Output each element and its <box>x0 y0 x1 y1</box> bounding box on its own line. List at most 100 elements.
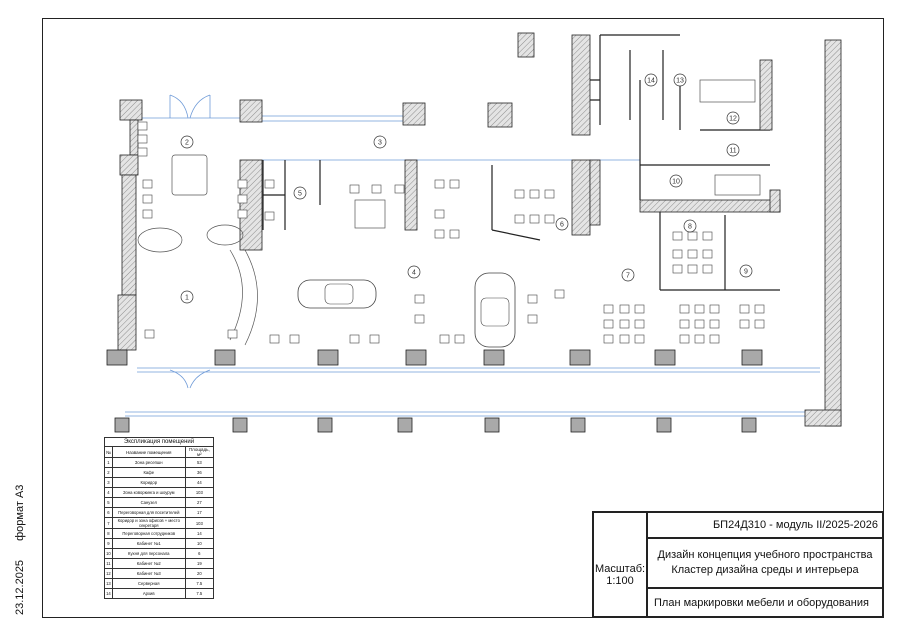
scale-cell: Масштаб: 1:100 <box>593 512 647 617</box>
cell-number: 2 <box>104 467 113 478</box>
wall-segment <box>119 99 143 121</box>
cell-name: Кабинет №3 <box>111 568 186 579</box>
furniture-item <box>679 304 690 314</box>
entrance-door <box>169 94 211 119</box>
wall-segment <box>804 409 842 427</box>
wall-segment <box>769 189 781 213</box>
room-number-circle <box>726 143 740 157</box>
cell-number: 12 <box>104 568 113 579</box>
furniture-item <box>237 209 248 219</box>
furniture-item <box>672 264 683 274</box>
columns <box>106 349 763 433</box>
furniture-item <box>142 194 153 204</box>
column <box>405 349 427 366</box>
furniture-item <box>603 319 614 329</box>
column <box>317 417 333 433</box>
furniture-item <box>619 304 630 314</box>
cell-area: 6 <box>184 548 215 559</box>
room-number-7: 7 <box>621 268 635 282</box>
furniture-item <box>289 334 300 344</box>
title-block: Масштаб: 1:100 БП24Д310 - модуль II/2025… <box>592 511 884 618</box>
cell-number: 4 <box>104 487 113 498</box>
room-number-13: 13 <box>673 73 687 87</box>
furniture-item <box>434 209 445 219</box>
furniture-item <box>702 264 713 274</box>
furniture-item <box>237 194 248 204</box>
project-title-line-1: Дизайн концепция учебного пространства <box>657 549 873 561</box>
furniture-item <box>739 304 750 314</box>
col-number: № <box>104 446 113 458</box>
wall-segment <box>487 102 513 128</box>
furniture-item <box>142 179 153 189</box>
wall-segment <box>517 32 535 58</box>
furniture-item <box>619 319 630 329</box>
furniture-item <box>694 334 705 344</box>
column <box>656 417 672 433</box>
sheet-frame <box>42 18 884 618</box>
room-number-circle <box>293 186 307 200</box>
project-code: БП24Д310 - модуль II/2025-2026 <box>647 512 883 538</box>
room-number-14: 14 <box>644 73 658 87</box>
room-number-text: 13 <box>676 78 684 85</box>
cell-area: 7.5 <box>184 578 215 589</box>
furniture-item <box>349 184 360 194</box>
furniture-item <box>237 179 248 189</box>
room-number-text: 8 <box>688 224 692 231</box>
room-number-text: 6 <box>560 222 564 229</box>
room-number-text: 9 <box>744 269 748 276</box>
column <box>232 417 248 433</box>
furniture-item <box>414 294 425 304</box>
cell-number: 7 <box>104 517 113 529</box>
cell-name: Зона ресепшн <box>111 457 186 468</box>
cell-area: 7.5 <box>184 588 215 599</box>
cell-area: 44 <box>184 477 215 488</box>
furniture-item <box>414 314 425 324</box>
cell-area: 17 <box>184 507 215 518</box>
cell-area: 10 <box>184 538 215 549</box>
room-number-6: 6 <box>555 217 569 231</box>
column <box>741 349 763 366</box>
column <box>106 349 128 366</box>
cell-area: 14 <box>184 528 215 539</box>
cell-area: 36 <box>184 467 215 478</box>
cell-name: Санузел <box>111 497 186 508</box>
column <box>569 349 591 366</box>
wall-segment <box>239 159 263 251</box>
room-number-text: 5 <box>298 191 302 198</box>
furniture-item <box>687 249 698 259</box>
furniture-item <box>527 314 538 324</box>
furniture-item <box>694 304 705 314</box>
room-number-circle <box>673 73 687 87</box>
reception-desk <box>206 224 244 246</box>
wall-segment <box>239 99 263 123</box>
room-number-text: 1 <box>185 295 189 302</box>
furniture-item <box>709 319 720 329</box>
cell-name: Кабинет №2 <box>111 558 186 569</box>
cell-name: Переговорная сотрудников <box>111 528 186 539</box>
furniture-item <box>529 189 540 199</box>
furniture-item <box>527 294 538 304</box>
room-number-circle <box>555 217 569 231</box>
room-number-circle <box>644 73 658 87</box>
furniture-item <box>434 229 445 239</box>
furniture-item <box>137 147 148 157</box>
furniture-item <box>137 121 148 131</box>
furniture-item <box>739 319 750 329</box>
furniture-item <box>694 319 705 329</box>
furniture-item <box>269 334 280 344</box>
room-schedule-title: Экспликация помещений <box>104 437 214 446</box>
furniture-item <box>687 264 698 274</box>
furniture-item <box>619 334 630 344</box>
furniture-item <box>264 179 275 189</box>
office-desk <box>714 174 761 196</box>
furniture-item <box>142 209 153 219</box>
room-number-text: 3 <box>378 140 382 147</box>
